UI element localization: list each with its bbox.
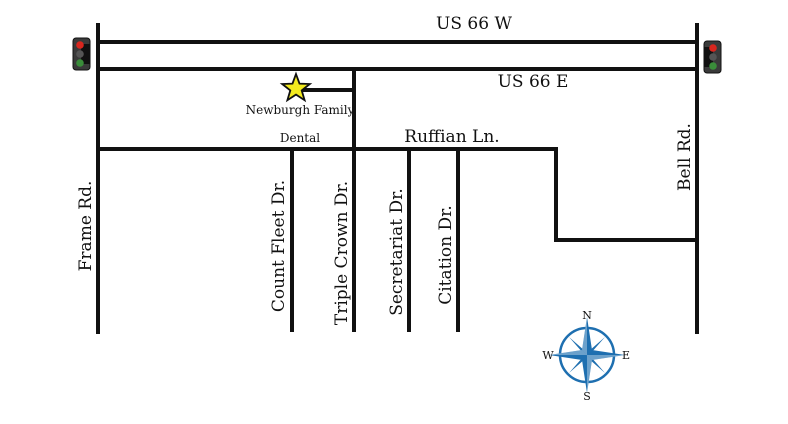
location-name-line2: Dental bbox=[280, 131, 320, 145]
secretariat-dr-label: Secretariat Dr. bbox=[387, 188, 407, 316]
triple-crown-dr-label: Triple Crown Dr. bbox=[332, 181, 352, 325]
compass-north-label: N bbox=[582, 309, 592, 322]
ruffian-ln-extension bbox=[554, 147, 699, 242]
ruffian-ln-label: Ruffian Ln. bbox=[404, 127, 499, 147]
location-name-line1: Newburgh Family bbox=[246, 103, 355, 117]
traffic-light-right-icon bbox=[703, 40, 722, 74]
us-66-w-label: US 66 W bbox=[436, 14, 512, 34]
compass-rose-icon bbox=[549, 317, 625, 393]
traffic-light-left-icon bbox=[72, 37, 91, 71]
count-fleet-dr-label: Count Fleet Dr. bbox=[269, 180, 289, 312]
compass-south-label: S bbox=[583, 390, 591, 403]
location-star-icon[interactable] bbox=[279, 71, 313, 103]
frame-rd-label: Frame Rd. bbox=[76, 181, 96, 272]
compass-west-label: W bbox=[542, 349, 554, 362]
bell-rd-label: Bell Rd. bbox=[675, 123, 695, 191]
us-66-e-label: US 66 E bbox=[498, 72, 569, 92]
compass-east-label: E bbox=[622, 349, 630, 362]
citation-dr-label: Citation Dr. bbox=[436, 205, 456, 305]
